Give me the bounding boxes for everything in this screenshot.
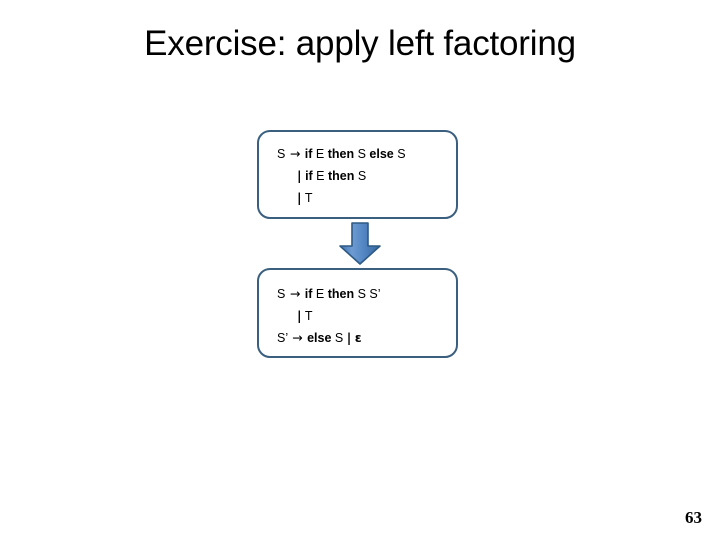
production-line: | if E then S [277,165,406,187]
production-token: E [312,169,328,183]
production-token: if [305,169,313,183]
production-token: if [304,147,313,161]
page-title: Exercise: apply left factoring [144,24,576,63]
bar-glyph: | [297,308,302,323]
down-block-arrow-icon [337,221,383,266]
production-line: S → if E then S else S [277,143,406,165]
production-token: S [354,147,370,161]
grammar-box-original: S → if E then S else S| if E then S| T [257,130,458,219]
production-token: S [277,147,289,161]
production-token: S’ [277,331,292,345]
down-arrow-shape [339,222,381,265]
production-token: else [307,331,332,345]
production-line: S → if E then S S’ [277,283,381,305]
arrow-glyph: → [292,330,303,345]
production-token: S S’ [354,287,381,301]
grammar-text-original: S → if E then S else S| if E then S| T [277,143,406,209]
bar-glyph: | [297,190,302,205]
production-line: | T [277,305,381,327]
production-token: if [304,287,313,301]
production-token: E [312,147,328,161]
bar-glyph: | [297,168,302,183]
production-token: S [354,169,367,183]
production-token: T [301,309,313,323]
production-token: else [369,147,394,161]
production-token: then [327,147,355,161]
page-number: 63 [685,508,702,527]
production-token: S [277,287,289,301]
production-token: S [331,331,347,345]
arrow-glyph: → [289,146,301,161]
production-line: S’ → else S | ε [277,327,381,349]
production-token: E [312,287,328,301]
bar-glyph: | [346,330,352,345]
production-token: then [327,287,355,301]
arrow-glyph: → [289,286,301,301]
production-token: then [328,169,355,183]
production-token: S [393,147,406,161]
production-line: | T [277,187,406,209]
production-token: T [301,191,313,205]
eps-glyph: ε [354,330,362,345]
